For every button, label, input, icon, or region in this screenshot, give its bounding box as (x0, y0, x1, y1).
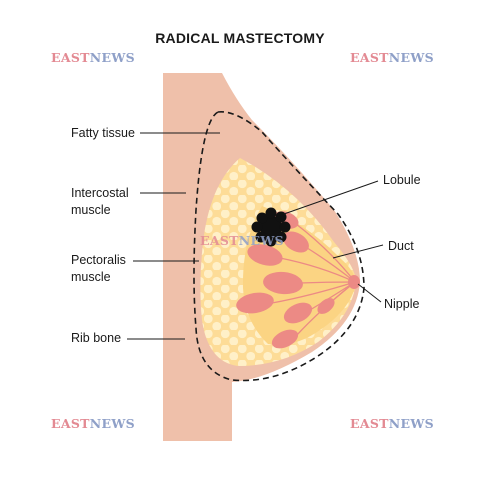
lobule (271, 329, 299, 349)
lobule (263, 271, 303, 295)
label-rib-bone: Rib bone (71, 331, 122, 345)
watermark: EASTNEWS (51, 50, 135, 65)
diagram-title: RADICAL MASTECTOMY (155, 30, 325, 46)
lobule (283, 302, 313, 324)
label-fatty-tissue: Fatty tissue (71, 126, 135, 140)
nipple (348, 275, 360, 289)
leader-nipple (357, 283, 382, 303)
leader-lines (127, 132, 384, 340)
watermark: EASTNEWS (51, 416, 135, 431)
lobule (247, 244, 283, 266)
watermark: EASTNEWS (350, 416, 434, 431)
label-duct: Duct (388, 239, 414, 253)
lobule (236, 292, 274, 314)
label-nipple: Nipple (384, 297, 420, 311)
watermark: EASTNEWS (350, 50, 434, 65)
label-pectoralis-muscle: Pectoralis muscle (71, 253, 126, 284)
lobule (283, 231, 309, 253)
label-intercostal-muscle: Intercostal muscle (71, 186, 129, 217)
tumor (251, 207, 291, 247)
leader-lobule (283, 180, 379, 215)
lobules (236, 211, 335, 349)
label-lobule: Lobule (383, 173, 421, 187)
watermark: EASTNEWS (200, 233, 284, 248)
leader-duct (332, 244, 384, 259)
